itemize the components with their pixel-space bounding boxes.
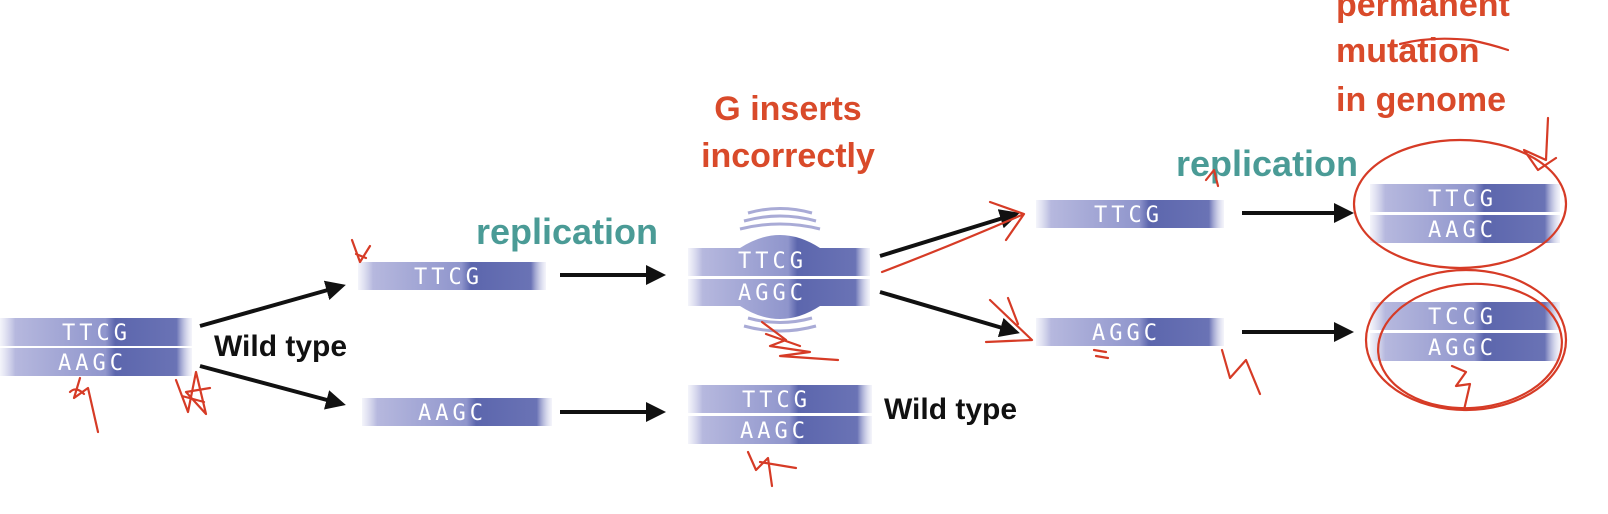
- ink-strike-mutation: [1398, 37, 1510, 52]
- upper-single-strand-bar: [358, 262, 546, 290]
- ink-arrow-upper-branch: [880, 200, 1026, 274]
- original-top-sequence: TTCG: [62, 321, 131, 346]
- original-bottom-strand: [0, 348, 192, 376]
- handwritten-annotations: [68, 37, 1568, 488]
- mismatch-bottom-strand: [688, 279, 870, 319]
- final-lower-bottom-strand: [1370, 333, 1560, 361]
- final-upper-top-sequence: TTCG: [1428, 187, 1497, 212]
- original-top-strand: [0, 318, 192, 346]
- g-inserts-label-line2: incorrectly: [701, 137, 875, 175]
- final-duplex-lower: TCCG AGGC: [1370, 302, 1560, 361]
- mismatch-top-sequence: TTCG: [738, 249, 807, 274]
- bulge-lines-top: [739, 207, 821, 231]
- permanent-label-line1: permanent: [1336, 0, 1510, 24]
- replication-label-2: replication: [1176, 143, 1358, 184]
- final-lower-bottom-sequence: AGGC: [1428, 336, 1497, 361]
- upper-branch-strand: TTCG: [1036, 200, 1224, 228]
- ink-mark-upper-single: [350, 238, 372, 264]
- ink-circle-final-lower-2: [1377, 282, 1563, 410]
- permanent-label-line2: mutation: [1336, 32, 1480, 70]
- wild-type-top-sequence: TTCG: [742, 388, 811, 413]
- ink-circle-final-upper: [1352, 138, 1568, 270]
- wild-type-label-left: Wild type: [214, 330, 347, 363]
- arrow-to-upper-branch: [879, 209, 1020, 258]
- mismatch-top-strand: [688, 235, 870, 276]
- original-bottom-sequence: AAGC: [58, 351, 127, 376]
- wild-type-bottom-strand: [688, 416, 872, 444]
- ink-scribble-mismatch: [760, 320, 840, 362]
- upper-branch-sequence: TTCG: [1094, 203, 1163, 228]
- wild-type-bottom-sequence: AAGC: [740, 419, 809, 444]
- replication-label-1: replication: [476, 211, 658, 252]
- upper-branch-strand-bar: [1036, 200, 1224, 228]
- final-upper-bottom-sequence: AAGC: [1428, 218, 1497, 243]
- lower-branch-strand-bar: [1036, 318, 1224, 346]
- g-inserts-label-line1: G inserts: [714, 90, 861, 128]
- lower-branch-strand: AGGC: [1036, 318, 1224, 346]
- mismatch-bottom-sequence: AGGC: [738, 281, 807, 306]
- wild-type-top-strand: [688, 385, 872, 413]
- ink-mark-wild-type-duplex: [746, 450, 798, 488]
- lower-single-sequence: AAGC: [418, 401, 487, 426]
- mismatch-duplex: TTCG AGGC: [688, 207, 870, 333]
- arrow-to-upper-single: [199, 280, 346, 328]
- wild-type-label-right: Wild type: [884, 393, 1017, 426]
- ink-mark-replication: [1204, 168, 1220, 188]
- arrow-to-lower-branch: [879, 290, 1020, 338]
- ink-circle-final-lower-1: [1364, 268, 1568, 412]
- ink-arrow-lower-branch: [984, 296, 1034, 344]
- upper-single-strand: TTCG: [358, 262, 546, 290]
- final-upper-top-strand: [1370, 184, 1560, 212]
- ink-scribble-original-right: [174, 370, 212, 416]
- final-lower-top-sequence: TCCG: [1428, 305, 1497, 330]
- lower-single-strand: AAGC: [362, 398, 552, 426]
- ink-mark-original-bottom: [68, 376, 100, 434]
- bulge-lines-bottom: [743, 316, 817, 333]
- final-upper-bottom-strand: [1370, 215, 1560, 243]
- ink-mark-lower-branch-right: [1220, 348, 1262, 396]
- arrow-to-lower-single: [199, 364, 346, 410]
- upper-single-sequence: TTCG: [414, 265, 483, 290]
- lower-branch-sequence: AGGC: [1092, 321, 1161, 346]
- ink-mark-lower-branch-g: [1092, 348, 1110, 360]
- permanent-label-line3: in genome: [1336, 81, 1506, 119]
- ink-mark-final-lower-g: [1450, 364, 1472, 412]
- final-duplex-upper: TTCG AAGC: [1370, 184, 1560, 243]
- lower-single-strand-bar: [362, 398, 552, 426]
- original-duplex: TTCG AAGC: [0, 318, 192, 376]
- wild-type-duplex: TTCG AAGC: [688, 385, 872, 444]
